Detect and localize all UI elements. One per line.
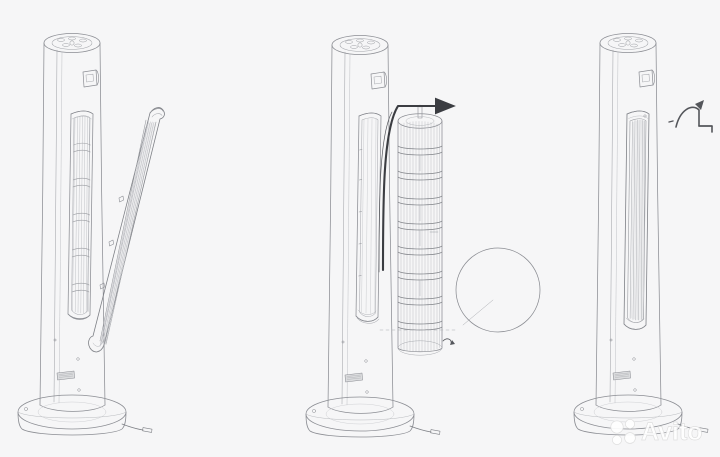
- avito-logo-dots: [610, 419, 636, 445]
- carry-handle[interactable]: [638, 69, 655, 88]
- grille-cover-installed[interactable]: [623, 110, 650, 330]
- filter-bay-empty: [355, 112, 382, 324]
- grille-cover[interactable]: [88, 107, 165, 353]
- carry-handle[interactable]: [370, 71, 387, 90]
- tower-body: [327, 35, 394, 414]
- panel-step-1: [17, 33, 165, 436]
- carry-handle[interactable]: [82, 69, 99, 88]
- filter-cartridge[interactable]: [397, 104, 443, 356]
- watermark-brand-text: Avito: [641, 418, 703, 446]
- callout-leader: [379, 299, 494, 345]
- panel-step-3: [573, 33, 713, 436]
- control-panel[interactable]: [607, 36, 649, 50]
- base-plate: [17, 394, 127, 436]
- avito-watermark: Avito: [610, 418, 703, 446]
- extraction-arrow: [378, 97, 456, 273]
- base-plate: [305, 396, 415, 438]
- control-panel[interactable]: [339, 38, 381, 52]
- panel-1-region: [0, 0, 240, 457]
- power-cord: [677, 423, 709, 433]
- tower-body: [595, 33, 662, 412]
- power-cord: [409, 425, 441, 435]
- refit-arrow: [668, 100, 713, 133]
- grille-opening: [67, 110, 94, 320]
- control-panel[interactable]: [51, 36, 93, 50]
- rating-label: [56, 357, 81, 392]
- rating-label: [612, 357, 637, 392]
- panel-2-region: [290, 0, 540, 457]
- tower-body: [39, 33, 106, 412]
- power-cord: [121, 423, 153, 433]
- panel-3-region: [560, 0, 720, 457]
- rating-label: [344, 359, 369, 394]
